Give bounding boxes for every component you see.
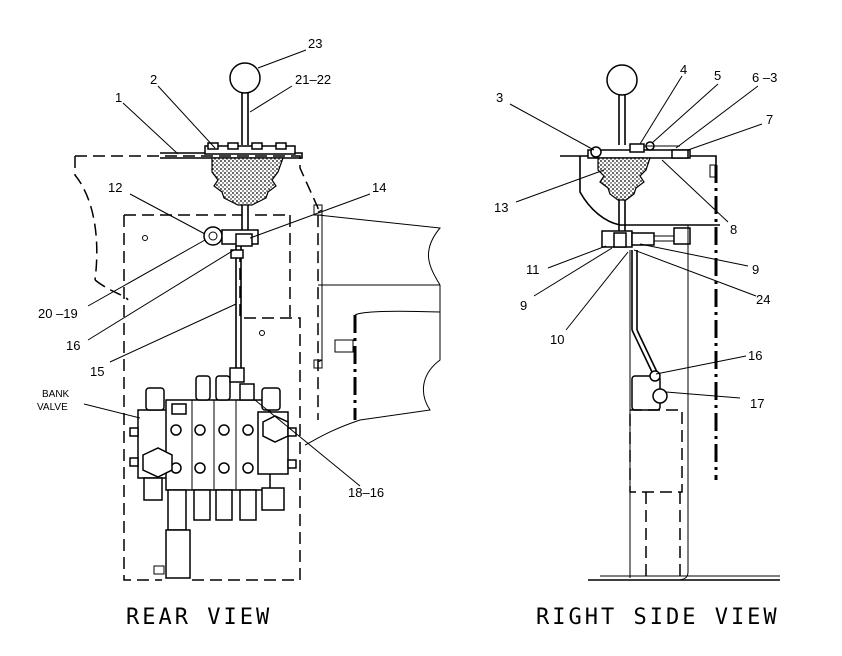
side-callouts: 3 4 5 6 –3 7 13 8 11 9 9 24 10 16 17 — [494, 62, 777, 411]
callout-23: 23 — [308, 36, 322, 51]
callout-15: 15 — [90, 364, 104, 379]
callout-8: 8 — [730, 222, 737, 237]
callout-16: 16 — [66, 338, 80, 353]
rear-view-title: REAR VIEW — [126, 605, 272, 630]
callout-14: 14 — [372, 180, 386, 195]
callout-18-16: 18–16 — [348, 485, 384, 500]
callout-20-19: 20 –19 — [38, 306, 78, 321]
callout-2: 2 — [150, 72, 157, 87]
callout-11: 11 — [526, 262, 540, 277]
callout-4: 4 — [680, 62, 687, 77]
rear-flange-bolts — [207, 142, 287, 150]
hose-clip — [334, 339, 354, 353]
side-valve-body — [629, 409, 683, 493]
side-rubber-boot — [597, 157, 651, 201]
bank-valve-label-line1: BANK — [42, 389, 70, 400]
callout-3: 3 — [496, 90, 503, 105]
rear-leader-lines — [83, 49, 371, 487]
callout-16-side: 16 — [748, 348, 762, 363]
callout-5: 5 — [714, 68, 721, 83]
callout-21-22: 21–22 — [295, 72, 331, 87]
side-leader-lines — [509, 75, 763, 399]
rear-view: 23 2 21–22 1 12 14 20 –19 16 15 18–16 BA… — [37, 36, 441, 630]
side-lever-knob — [606, 64, 638, 96]
rear-callouts: 23 2 21–22 1 12 14 20 –19 16 15 18–16 BA… — [37, 36, 386, 500]
mount-hole — [142, 235, 148, 241]
callout-9-left: 9 — [520, 298, 527, 313]
side-view: 3 4 5 6 –3 7 13 8 11 9 9 24 10 16 17 RIG… — [494, 62, 780, 630]
rear-lever-knob — [229, 62, 261, 94]
bank-valve-assembly — [129, 367, 297, 579]
side-view-title: RIGHT SIDE VIEW — [536, 605, 780, 630]
rear-boot-flange — [204, 145, 296, 155]
callout-1: 1 — [115, 90, 122, 105]
rear-cabinet-outline — [74, 155, 441, 581]
rear-ball-joint — [203, 226, 223, 246]
callout-10: 10 — [550, 332, 564, 347]
callout-24: 24 — [756, 292, 770, 307]
callout-7: 7 — [766, 112, 773, 127]
callout-12: 12 — [108, 180, 122, 195]
callout-6-3: 6 –3 — [752, 70, 777, 85]
callout-9-right: 9 — [752, 262, 759, 277]
bank-valve-label-line2: VALVE — [37, 402, 68, 413]
callout-13: 13 — [494, 200, 508, 215]
mount-hole — [259, 330, 265, 336]
callout-17: 17 — [750, 396, 764, 411]
rear-rubber-boot — [211, 157, 284, 206]
